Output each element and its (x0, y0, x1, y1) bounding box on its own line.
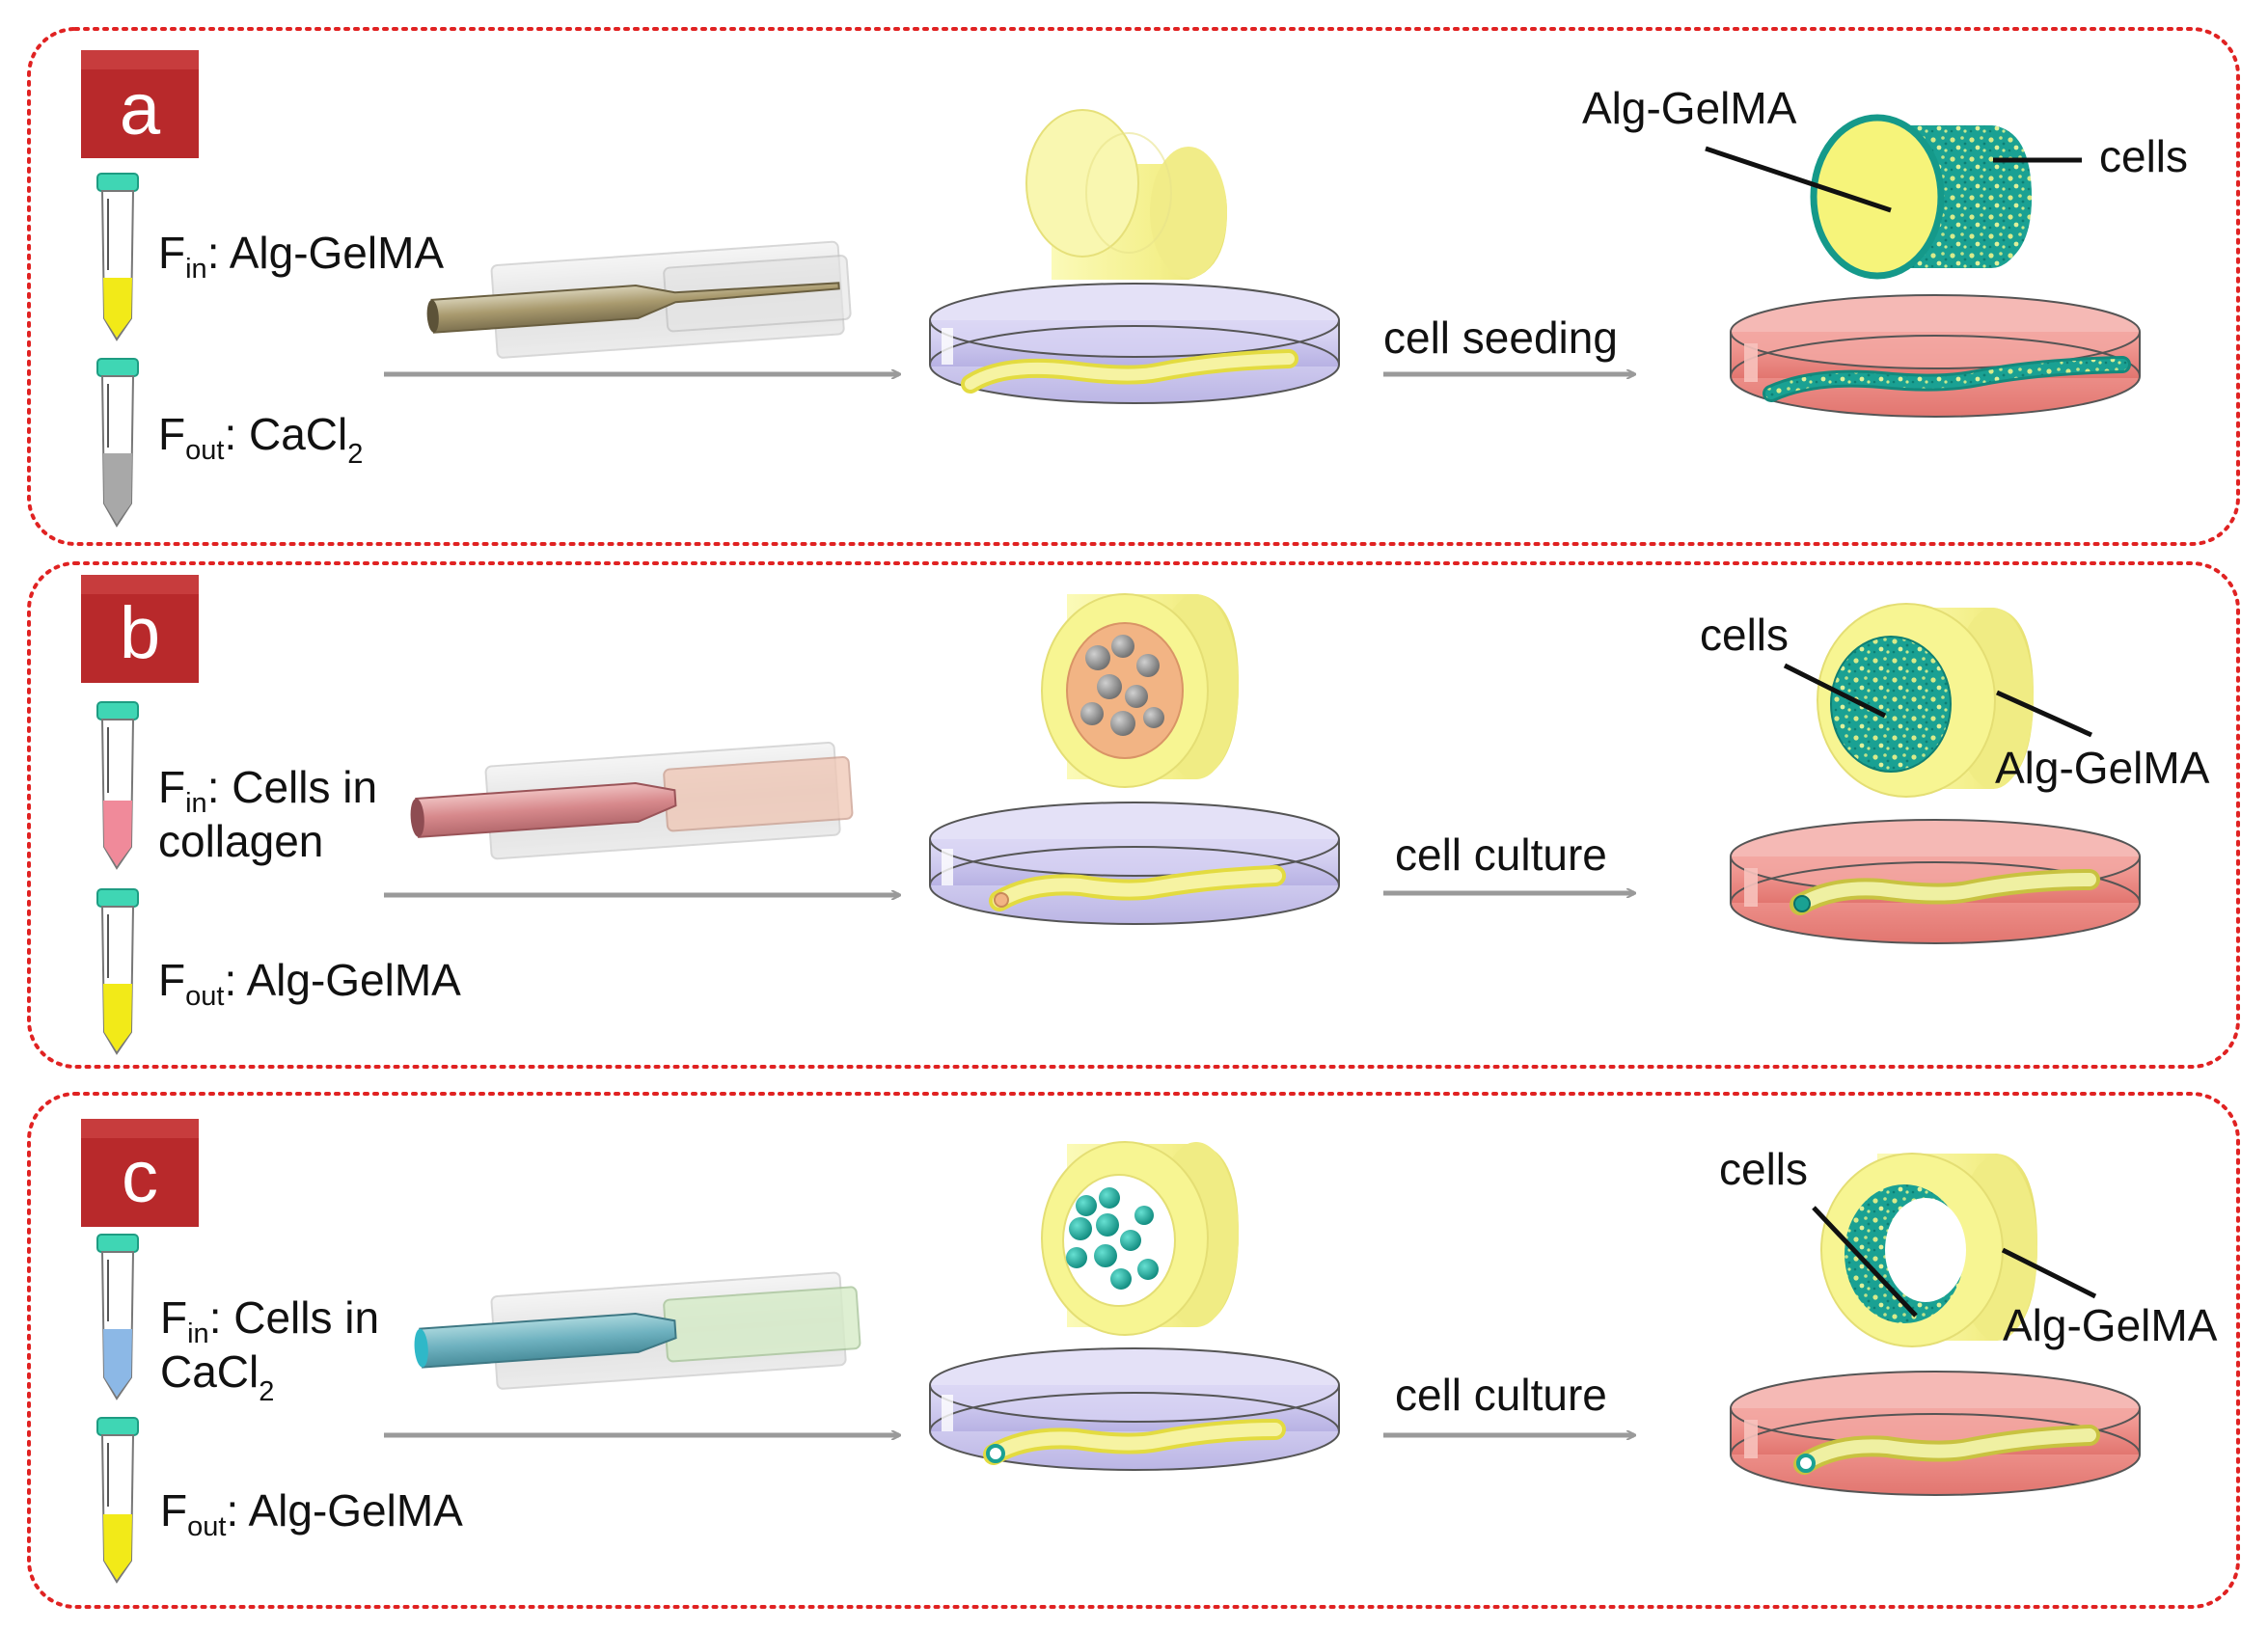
result-label-a-2: cells (2099, 131, 2188, 181)
core-shell-fiber-cross-section-b (1041, 593, 1239, 788)
panel-a: a Fin: Alg-GelMA Fout: CaCl2 (27, 27, 2240, 546)
panel-c: c Fin: Cells in CaCl2 Fout: Alg-GelMA (27, 1092, 2240, 1609)
tube-outer-fluid-a (96, 358, 139, 528)
result-label-b-1: cells (1700, 610, 1789, 660)
result-label-b-2: Alg-GelMA (1995, 743, 2210, 793)
result-label-a-1: Alg-GelMA (1582, 83, 1797, 133)
panel-b-letter-box: b (81, 575, 199, 683)
panel-a-border (27, 27, 2240, 546)
panel-a-letter: a (120, 68, 161, 150)
inner-fluid-b-label-line2: collagen (158, 816, 323, 866)
panel-b-border (27, 561, 2240, 1069)
cell-seeded-fiber-cross-section-a (1810, 114, 2032, 280)
inner-fluid-b-label: Fin: Cells in (158, 762, 377, 819)
result-pointer-c-2 (2001, 1247, 2097, 1299)
process-label-b: cell culture (1395, 829, 1607, 880)
process-label-a: cell seeding (1383, 313, 1618, 363)
tube-inner-fluid-b (96, 701, 139, 870)
result-label-c-1: cells (1719, 1144, 1808, 1194)
hollow-fiber-result-cross-section-c (1820, 1153, 2037, 1347)
petri-dish-a (929, 283, 1340, 404)
panel-c-letter: c (122, 1136, 158, 1218)
tube-inner-fluid-a (96, 173, 139, 341)
coaxial-nozzle-c (414, 1271, 861, 1390)
process-label-c: cell culture (1395, 1370, 1607, 1420)
result-pointer-b-1 (1783, 663, 1887, 719)
outer-fluid-a-label: Fout: CaCl2 (158, 409, 363, 470)
hollow-fiber-cross-section-c (1041, 1141, 1239, 1336)
petri-dish-a-result (1730, 294, 2141, 418)
panel-c-letter-box: c (81, 1119, 199, 1227)
inner-fluid-c-label-line2: CaCl2 (160, 1346, 274, 1407)
coaxial-nozzle-a (426, 240, 852, 359)
outer-fluid-b-label: Fout: Alg-GelMA (158, 955, 461, 1012)
outer-fluid-c-label: Fout: Alg-GelMA (160, 1485, 463, 1542)
panel-b-letter: b (120, 592, 160, 674)
coaxial-nozzle-b (410, 742, 854, 860)
result-pointer-a-1 (1705, 146, 1892, 213)
inner-fluid-a-label: Fin: Alg-GelMA (158, 228, 444, 285)
core-shell-fiber-result-cross-section-b (1817, 603, 2034, 798)
panel-b: b Fin: Cells in collagen Fout: Alg-GelMA (27, 561, 2240, 1069)
panel-a-letter-box: a (81, 50, 199, 158)
tube-outer-fluid-b (96, 888, 139, 1055)
inner-fluid-c-label: Fin: Cells in (160, 1292, 379, 1349)
result-label-c-2: Alg-GelMA (2003, 1300, 2218, 1350)
petri-dish-b (929, 802, 1340, 925)
tube-outer-fluid-c (96, 1417, 139, 1584)
tube-inner-fluid-c (96, 1234, 139, 1400)
result-pointer-c-1 (1812, 1206, 1918, 1318)
hydrogel-fiber-cross-section-a (1025, 109, 1227, 280)
result-pointer-b-2 (1995, 690, 2093, 738)
